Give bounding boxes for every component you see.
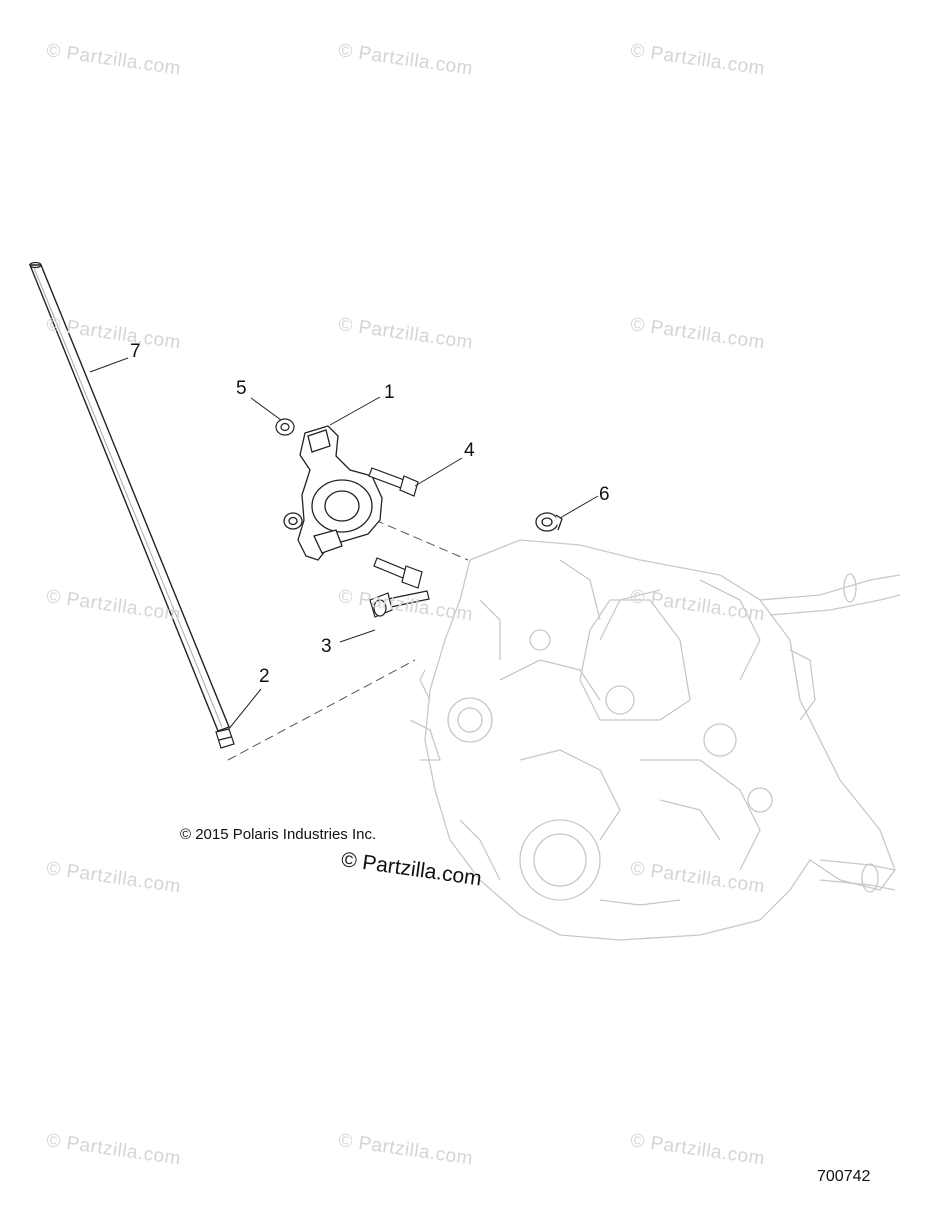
part-2-clip [215, 728, 235, 749]
copyright-notice: © 2015 Polaris Industries Inc. [180, 826, 377, 843]
part-4-bolt-upper [368, 467, 419, 497]
part-4-bolt-lower [373, 557, 423, 589]
part-7-rod [28, 261, 230, 732]
part-5-nut [275, 418, 295, 436]
part-6-plug [535, 512, 563, 532]
part-3-bolt [369, 590, 430, 618]
callout-4[interactable]: 4 [464, 440, 475, 461]
callout-3[interactable]: 3 [321, 636, 332, 657]
transmission-housing [409, 539, 901, 941]
callout-5[interactable]: 5 [236, 378, 247, 399]
callout-7[interactable]: 7 [130, 341, 141, 362]
leader-lines [89, 357, 599, 731]
callout-6[interactable]: 6 [599, 484, 610, 505]
part-1-sensor [283, 425, 383, 561]
callout-2[interactable]: 2 [259, 666, 270, 687]
callout-1[interactable]: 1 [384, 382, 395, 403]
assembly-lines [227, 519, 469, 761]
diagram-id: 700742 [817, 1168, 871, 1185]
